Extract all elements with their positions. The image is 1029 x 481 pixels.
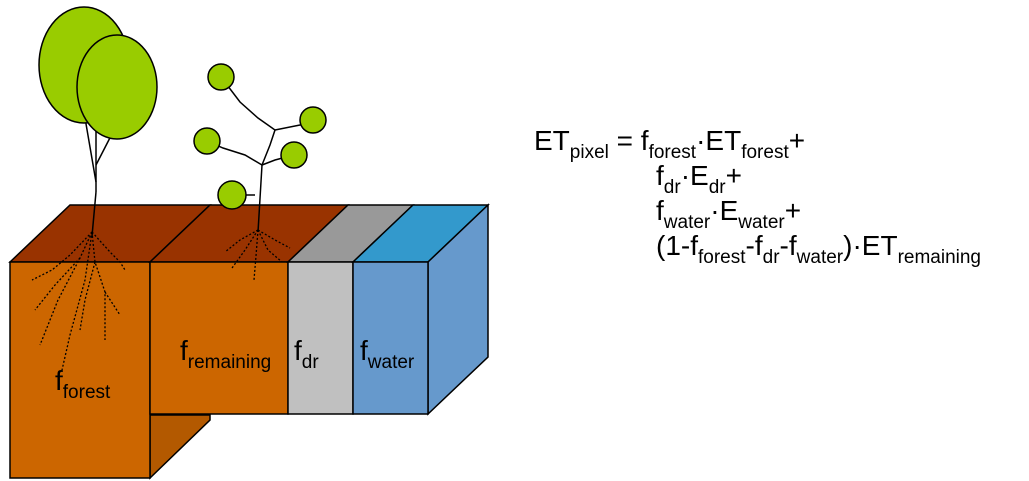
remaining-soil-block bbox=[148, 204, 350, 415]
equation-line-1: ETpixel = fforest·ETforest+ bbox=[534, 125, 805, 163]
equation-line-4: (1-fforest-fdr-fwater)·ETremaining bbox=[656, 230, 981, 268]
equation-text: ·E bbox=[710, 195, 738, 226]
equation-subscript: forest bbox=[741, 142, 789, 163]
equation-line-3: fwater·Ewater+ bbox=[656, 195, 801, 233]
equation-subscript: water bbox=[796, 247, 844, 268]
tree-roots bbox=[31, 231, 126, 371]
equation-line-2: fdr·Edr+ bbox=[656, 160, 742, 198]
equation-text: + bbox=[785, 195, 801, 226]
label-forest: fforest bbox=[55, 365, 111, 403]
equation-text: f bbox=[656, 160, 664, 191]
label-remaining: fremaining bbox=[180, 335, 271, 373]
equation-text: = f bbox=[609, 125, 649, 156]
water-front-face bbox=[352, 261, 429, 415]
equation-subscript: remaining bbox=[898, 247, 981, 268]
equation-text: -f bbox=[780, 230, 797, 261]
et-pixel-equation: ETpixel = fforest·ETforest+ fdr·Edr+ fwa… bbox=[534, 125, 981, 268]
tree-canopy-front bbox=[76, 34, 158, 140]
forest-soil-block bbox=[8, 204, 212, 480]
equation-subscript: dr bbox=[763, 247, 781, 268]
equation-subscript: dr bbox=[664, 177, 682, 198]
equation-text: -f bbox=[746, 230, 763, 261]
equation-text: (1-f bbox=[656, 230, 698, 261]
remaining-soil-front-face bbox=[149, 261, 289, 415]
equation-text: f bbox=[656, 195, 664, 226]
equation-text: + bbox=[789, 125, 805, 156]
equation-subscript: forest bbox=[649, 142, 697, 163]
shrub-icon bbox=[193, 63, 327, 281]
equation-subscript: dr bbox=[709, 177, 727, 198]
equation-text: ·ET bbox=[696, 125, 741, 156]
tree-icon bbox=[31, 6, 158, 371]
equation-text: )·ET bbox=[843, 230, 897, 261]
forest-soil-side-face bbox=[149, 414, 211, 480]
equation-text: ET bbox=[534, 125, 570, 156]
label-dr: fdr bbox=[294, 335, 319, 373]
water-block bbox=[351, 203, 490, 416]
shrub-roots bbox=[224, 229, 291, 281]
equation-subscript: pixel bbox=[570, 142, 609, 163]
equation-text: + bbox=[726, 160, 742, 191]
forest-soil-front-face bbox=[9, 261, 151, 479]
equation-subscript: forest bbox=[698, 247, 746, 268]
equation-text: ·E bbox=[681, 160, 709, 191]
equation-subscript: water bbox=[663, 212, 711, 233]
label-water: fwater bbox=[360, 335, 415, 373]
equation-subscript: water bbox=[737, 212, 785, 233]
